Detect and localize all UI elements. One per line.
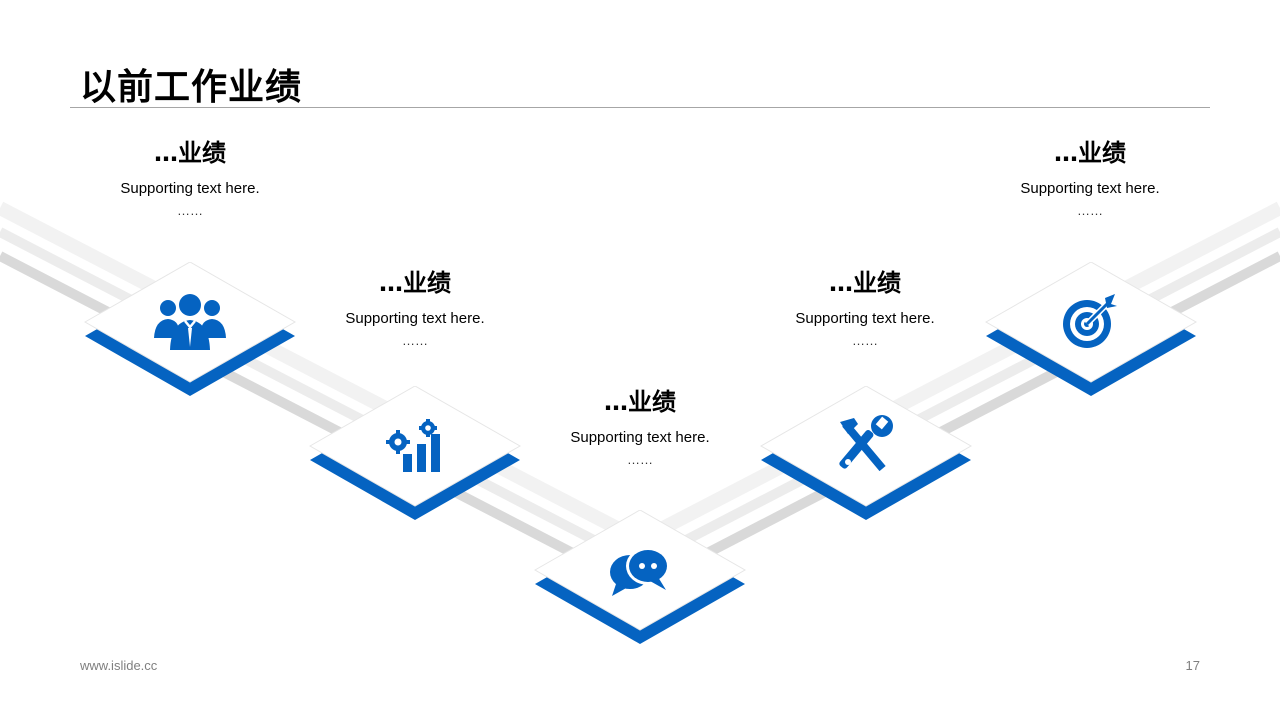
step-2-tile — [308, 386, 522, 520]
step-5-title: …业绩 — [1054, 139, 1126, 167]
step-4-more: …… — [852, 333, 878, 348]
step-1-title: …业绩 — [154, 139, 226, 167]
step-2-more: …… — [402, 333, 428, 348]
step-1-more: …… — [177, 203, 203, 218]
growth-chart-icon — [386, 419, 440, 472]
step-4-title: …业绩 — [829, 269, 901, 297]
step-4-text: …业绩 Supporting text here. …… — [735, 268, 995, 348]
step-3-title: …业绩 — [604, 388, 676, 416]
footer-url[interactable]: www.islide.cc — [80, 658, 158, 673]
page-number: 17 — [1185, 658, 1200, 673]
step-3-desc: Supporting text here. — [570, 429, 710, 446]
team-icon — [154, 294, 226, 350]
step-3-text: …业绩 Supporting text here. …… — [510, 387, 770, 467]
chat-bubbles-icon — [610, 547, 670, 596]
page-title: 以前工作业绩 — [80, 67, 303, 108]
step-5-text: …业绩 Supporting text here. …… — [960, 138, 1220, 218]
target-icon — [1063, 294, 1117, 348]
step-5-more: …… — [1077, 203, 1103, 218]
step-2-title: …业绩 — [379, 269, 451, 297]
step-2-text: …业绩 Supporting text here. …… — [285, 268, 545, 348]
step-1-desc: Supporting text here. — [120, 180, 260, 197]
step-2-desc: Supporting text here. — [345, 310, 485, 327]
step-3-more: …… — [627, 452, 653, 467]
title-divider — [70, 107, 1210, 108]
tools-icon — [839, 415, 893, 472]
step-5-desc: Supporting text here. — [1020, 180, 1160, 197]
step-4-desc: Supporting text here. — [795, 310, 935, 327]
step-1-text: …业绩 Supporting text here. …… — [60, 138, 320, 218]
